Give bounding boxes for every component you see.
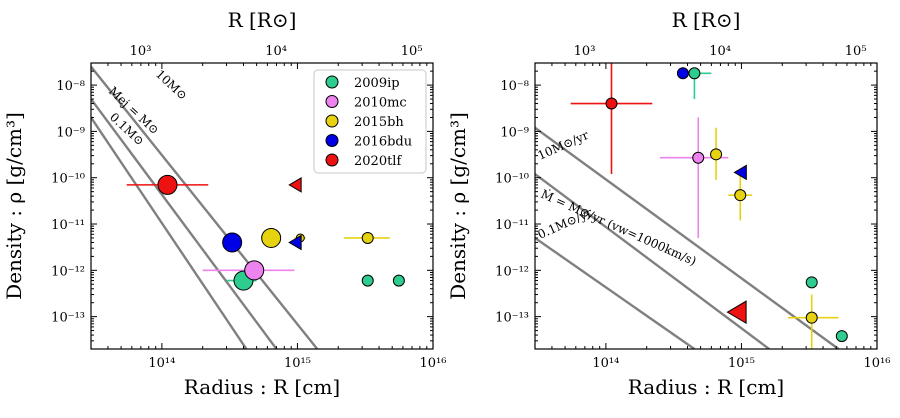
legend-label: 2020tlf (354, 154, 402, 169)
data-point-2009ip (835, 330, 848, 343)
model-line (535, 126, 840, 349)
top-x-tick-label: 10³ (130, 44, 152, 59)
top-x-tick-label: 10³ (574, 44, 596, 59)
data-point-2015bh (734, 189, 747, 202)
y-tick-label: 10⁻⁸ (56, 79, 85, 94)
data-point-2010mc (244, 260, 265, 281)
model-line (91, 65, 319, 349)
x-tick-label: 10¹⁶ (864, 356, 891, 371)
data-point-2020tlf (605, 97, 618, 110)
model-line (535, 236, 696, 349)
data-point-2015bh (805, 311, 818, 324)
panel-2: 10M⊙/yrṀ = M⊙/yr (vw=1000km/s)0.1M⊙/yr10… (446, 8, 890, 399)
x-tick-label: 10¹⁶ (420, 356, 447, 371)
top-x-axis-label: R [R⊙] (228, 8, 297, 32)
data-point-2020tlf (157, 174, 178, 195)
data-point-2016bdu-limit (733, 164, 747, 181)
y-tick-label: 10⁻⁹ (500, 125, 529, 140)
data-point-2016bdu (676, 67, 689, 80)
top-x-tick-label: 10⁴ (265, 44, 287, 59)
x-tick-label: 10¹⁵ (284, 356, 311, 371)
y-tick-label: 10⁻¹¹ (495, 218, 529, 233)
y-tick-label: 10⁻¹³ (51, 311, 85, 326)
y-tick-label: 10⁻¹⁰ (495, 172, 529, 187)
x-tick-label: 10¹⁵ (728, 356, 755, 371)
legend-marker (325, 134, 339, 147)
legend-marker (325, 75, 339, 89)
top-x-tick-label: 10⁵ (401, 44, 423, 59)
data-point-2010mc (692, 151, 705, 164)
data-point-2016bdu (222, 232, 243, 253)
legend-frame (313, 69, 427, 174)
data-point-2020tlf-limit (288, 177, 302, 193)
model-line (91, 116, 248, 349)
x-tick-label: 10¹⁴ (148, 356, 175, 371)
legend-marker (325, 114, 339, 128)
data-point-2009ip (805, 276, 818, 289)
legend: 2009ip 2010mc 2015bh 2016bdu 2020tlf (313, 69, 427, 174)
y-tick-label: 10⁻⁸ (500, 79, 529, 94)
plot-frame (534, 62, 878, 350)
model-line (535, 173, 770, 349)
y-axis-label: Density : ρ [g/cm³] (446, 112, 470, 300)
data-point-2009ip (688, 67, 701, 80)
y-tick-label: 10⁻¹³ (495, 311, 529, 326)
x-tick-label: 10¹⁴ (592, 356, 619, 371)
data-point-2015bh (361, 231, 374, 244)
model-line-label: 10M⊙ (153, 67, 190, 103)
x-axis-label: Radius : R [cm] (184, 375, 340, 399)
y-tick-label: 10⁻⁹ (56, 125, 85, 140)
top-x-tick-label: 10⁵ (845, 44, 867, 59)
data-point-2009ip (361, 274, 374, 287)
top-x-axis-label: R [R⊙] (672, 8, 741, 32)
x-axis-label: Radius : R [cm] (628, 375, 784, 399)
data-point-2009ip (392, 274, 405, 287)
legend-marker (325, 95, 339, 108)
y-tick-label: 10⁻¹¹ (51, 218, 85, 233)
legend-label: 2009ip (354, 76, 400, 91)
data-point-2015bh (261, 227, 282, 248)
top-x-tick-label: 10⁴ (709, 44, 731, 59)
legend-label: 2015bh (354, 115, 404, 130)
data-point-2016bdu-limit (288, 234, 302, 251)
data-point-2020tlf-limit (726, 300, 747, 325)
legend-label: 2016bdu (354, 135, 412, 150)
y-tick-label: 10⁻¹² (495, 264, 529, 279)
plot-frame (90, 62, 434, 350)
y-tick-label: 10⁻¹⁰ (51, 172, 85, 187)
y-tick-label: 10⁻¹² (51, 264, 85, 279)
legend-label: 2010mc (354, 96, 407, 111)
y-axis-label: Density : ρ [g/cm³] (2, 112, 26, 300)
data-point-2015bh (710, 148, 723, 161)
legend-marker (325, 153, 339, 167)
model-line (91, 98, 278, 349)
